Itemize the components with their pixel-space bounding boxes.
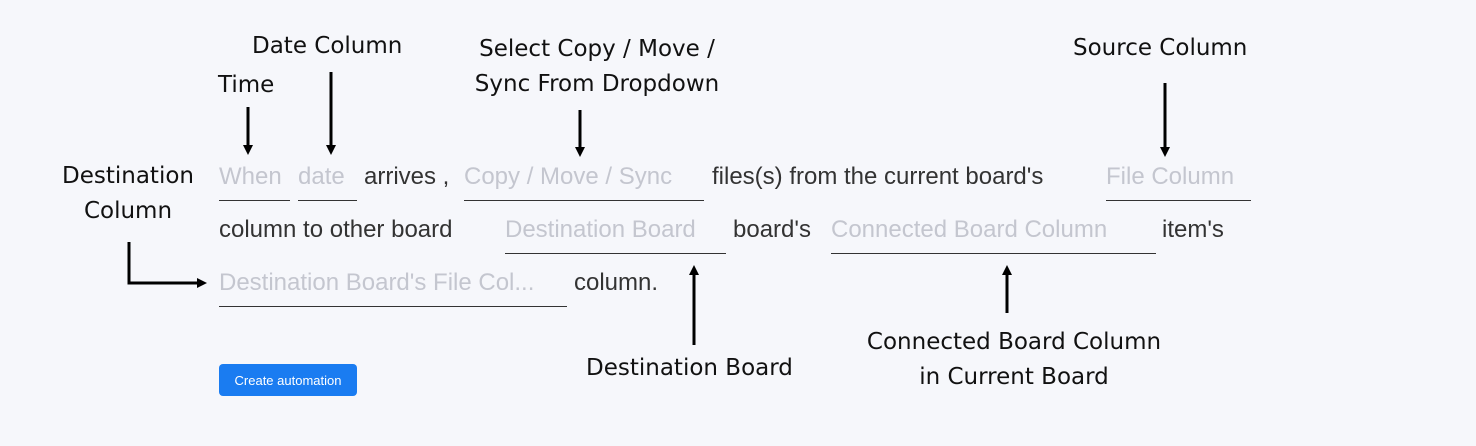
annotation-date-column: Date Column xyxy=(252,33,403,59)
create-automation-button[interactable]: Create automation xyxy=(219,364,357,396)
annotation-time: Time xyxy=(218,72,275,98)
date-column-select[interactable]: date xyxy=(298,162,357,201)
annotation-select-action-line2: Sync From Dropdown xyxy=(474,71,720,97)
arrow-destination-column-icon xyxy=(127,242,207,288)
text-items: item's xyxy=(1162,216,1224,243)
annotation-source-column: Source Column xyxy=(1073,35,1248,61)
text-boards: board's xyxy=(733,216,811,243)
text-column-end: column. xyxy=(574,269,659,296)
connected-column-select[interactable]: Connected Board Column xyxy=(831,215,1156,254)
text-column-to: column to other board xyxy=(219,216,453,243)
annotation-select-action-line1: Select Copy / Move / xyxy=(479,36,715,62)
annotation-destination-column-line2: Column xyxy=(83,198,173,224)
text-arrives: arrives , xyxy=(364,163,450,190)
action-select[interactable]: Copy / Move / Sync xyxy=(464,162,704,201)
annotation-connected-line2: in Current Board xyxy=(919,364,1109,390)
annotation-connected-line1: Connected Board Column xyxy=(866,329,1162,355)
when-select[interactable]: When xyxy=(219,162,290,201)
file-column-select[interactable]: File Column xyxy=(1106,162,1251,201)
text-files-from: files(s) from the current board's xyxy=(712,163,1044,190)
annotation-destination-column-line1: Destination xyxy=(62,163,194,189)
annotation-destination-board: Destination Board xyxy=(586,355,793,381)
destination-file-column-select[interactable]: Destination Board's File Col... xyxy=(219,268,567,307)
destination-board-select[interactable]: Destination Board xyxy=(505,215,726,254)
